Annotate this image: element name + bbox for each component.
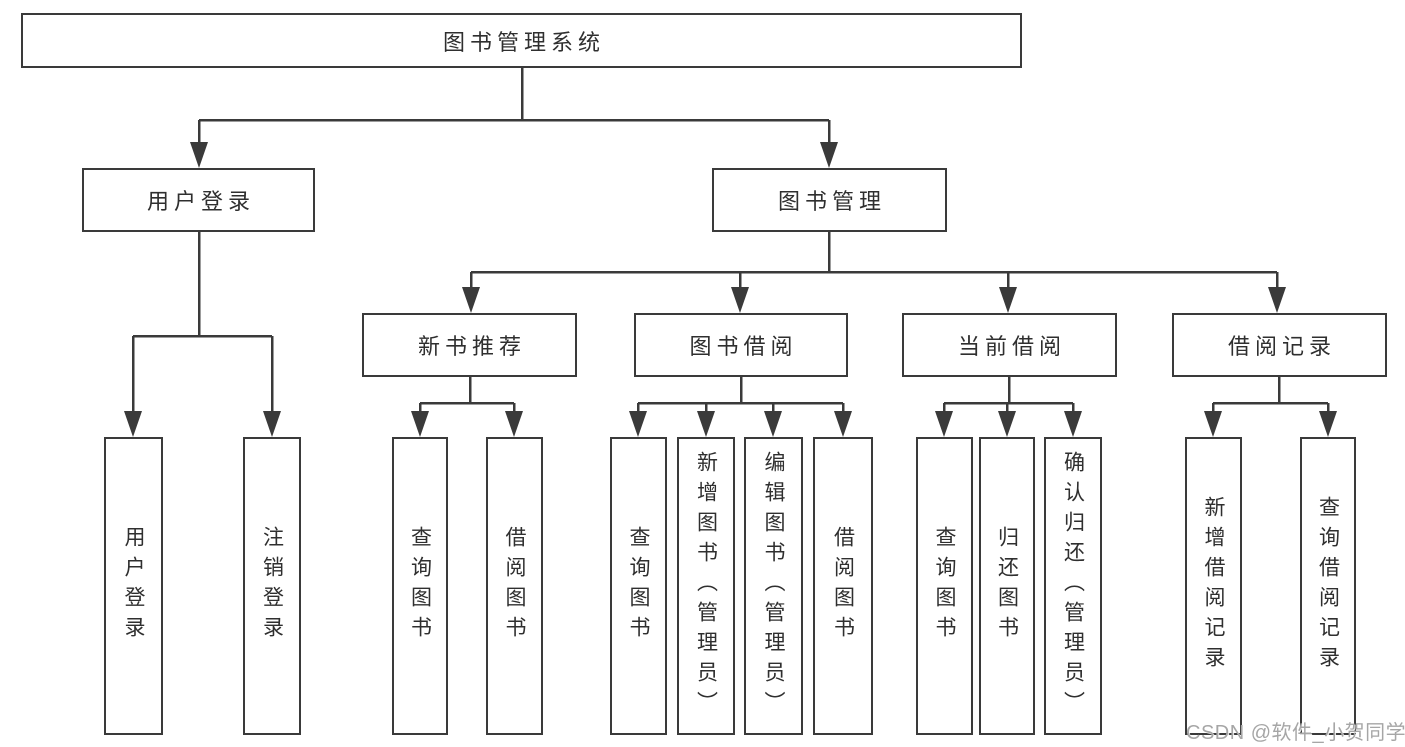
node-leaf-confirm-return-admin: 确认归还（管理员） bbox=[1044, 437, 1102, 735]
node-leaf-borrow-book-2-label: 借阅图书 bbox=[831, 526, 855, 646]
node-leaf-edit-book-admin: 编辑图书（管理员） bbox=[744, 437, 803, 735]
node-borrowing-records-label: 借阅记录 bbox=[1227, 334, 1336, 359]
node-new-book-recommend: 新书推荐 bbox=[362, 313, 577, 377]
node-current-borrowing-label: 当前借阅 bbox=[957, 334, 1066, 359]
node-leaf-borrow-book-1: 借阅图书 bbox=[486, 437, 543, 735]
node-leaf-confirm-return-admin-label: 确认归还（管理员） bbox=[1061, 451, 1085, 721]
node-leaf-add-borrow-record-label: 新增借阅记录 bbox=[1202, 496, 1225, 676]
node-leaf-query-book-2-label: 查询图书 bbox=[627, 526, 650, 646]
node-leaf-logout: 注销登录 bbox=[243, 437, 301, 735]
csdn-watermark: CSDN @软件_小贺同学 bbox=[1186, 722, 1405, 744]
node-leaf-borrow-book-1-label: 借阅图书 bbox=[503, 526, 526, 646]
node-leaf-query-book-3: 查询图书 bbox=[916, 437, 973, 735]
node-leaf-query-book-1: 查询图书 bbox=[392, 437, 448, 735]
node-leaf-logout-label: 注销登录 bbox=[260, 526, 284, 646]
node-leaf-add-book-admin-label: 新增图书（管理员） bbox=[694, 451, 718, 721]
node-book-borrowing: 图书借阅 bbox=[634, 313, 848, 377]
node-leaf-query-borrow-record: 查询借阅记录 bbox=[1300, 437, 1356, 735]
node-leaf-user-login: 用户登录 bbox=[104, 437, 163, 735]
node-user-login: 用户登录 bbox=[82, 168, 315, 232]
node-leaf-query-book-1-label: 查询图书 bbox=[408, 526, 432, 646]
node-leaf-return-book-label: 归还图书 bbox=[995, 526, 1019, 646]
node-root: 图书管理系统 bbox=[21, 13, 1022, 68]
node-leaf-query-borrow-record-label: 查询借阅记录 bbox=[1316, 496, 1340, 676]
arrowheads bbox=[124, 142, 1337, 437]
node-book-management-label: 图书管理 bbox=[777, 189, 886, 214]
node-leaf-borrow-book-2: 借阅图书 bbox=[813, 437, 873, 735]
node-new-book-recommend-label: 新书推荐 bbox=[417, 334, 526, 359]
node-root-label: 图书管理系统 bbox=[442, 29, 605, 55]
node-borrowing-records: 借阅记录 bbox=[1172, 313, 1387, 377]
node-leaf-edit-book-admin-label: 编辑图书（管理员） bbox=[762, 451, 785, 721]
node-current-borrowing: 当前借阅 bbox=[902, 313, 1117, 377]
node-user-login-label: 用户登录 bbox=[146, 189, 255, 214]
node-leaf-query-book-3-label: 查询图书 bbox=[933, 526, 956, 646]
node-book-management: 图书管理 bbox=[712, 168, 947, 232]
node-leaf-add-book-admin: 新增图书（管理员） bbox=[677, 437, 735, 735]
node-leaf-query-book-2: 查询图书 bbox=[610, 437, 667, 735]
node-leaf-user-login-label: 用户登录 bbox=[122, 526, 145, 646]
node-leaf-add-borrow-record: 新增借阅记录 bbox=[1185, 437, 1242, 735]
node-leaf-return-book: 归还图书 bbox=[979, 437, 1035, 735]
node-book-borrowing-label: 图书借阅 bbox=[689, 334, 798, 359]
